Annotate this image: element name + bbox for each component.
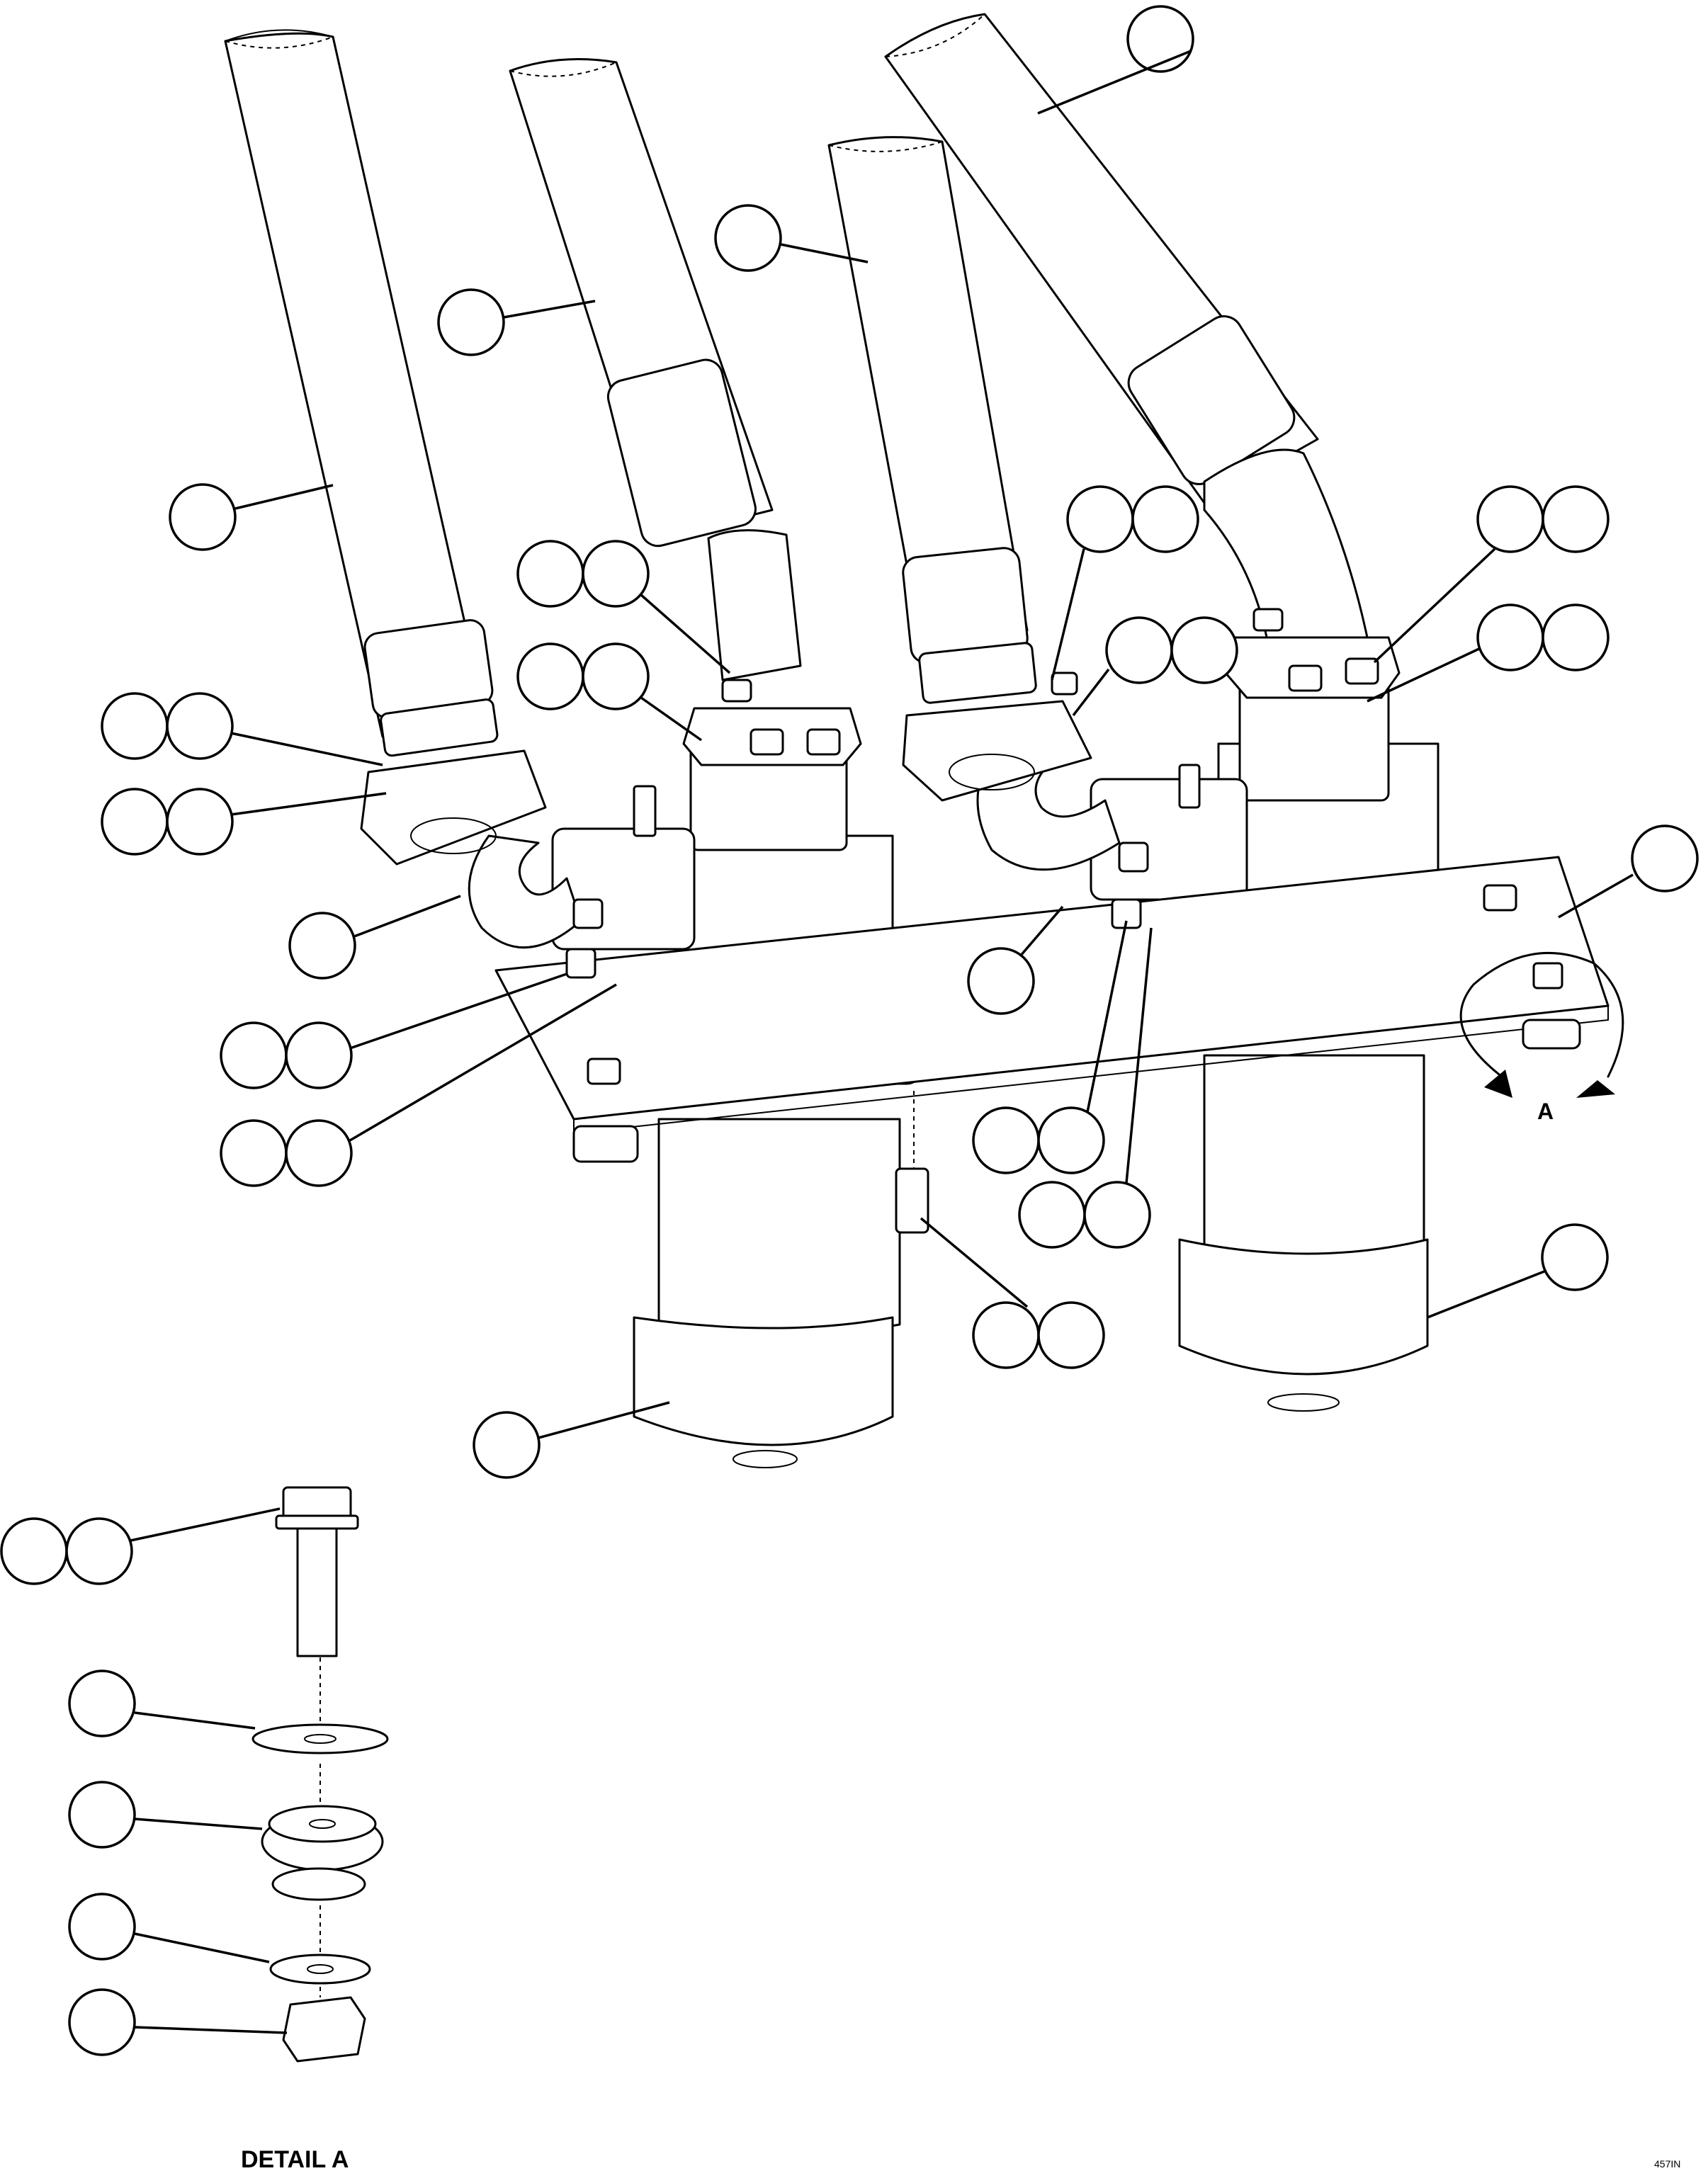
balloon-double — [220, 983, 617, 1187]
balloon-single — [1427, 1223, 1609, 1319]
detail-caption: DETAIL A — [241, 2146, 349, 2173]
balloon-single — [68, 1781, 263, 1849]
balloon-single — [1558, 824, 1699, 919]
detail-a-locator: A — [1459, 951, 1624, 1124]
balloon-double — [220, 973, 567, 1089]
balloon-double — [516, 642, 703, 742]
detail-a-view-label: A — [1537, 1099, 1554, 1124]
callout-balloons — [0, 5, 1699, 2056]
hose-2 — [509, 58, 802, 681]
hose-3 — [827, 136, 1037, 704]
balloon-double — [1018, 927, 1153, 1249]
balloon-double — [1051, 485, 1199, 681]
balloon-single — [68, 1669, 256, 1737]
balloon-single — [288, 895, 461, 980]
balloon-single — [169, 483, 334, 551]
balloon-double — [101, 788, 387, 856]
balloon-single — [1037, 5, 1194, 115]
balloon-single — [68, 1893, 270, 1963]
balloon-double — [516, 540, 731, 674]
balloon-double — [1373, 485, 1610, 664]
split-flange-left — [360, 749, 547, 866]
balloon-double — [920, 1217, 1105, 1369]
balloon-double — [972, 920, 1128, 1174]
mounting-plate — [494, 856, 1610, 1134]
balloon-single — [68, 1988, 288, 2056]
balloon-double — [101, 692, 383, 766]
balloon-single — [967, 905, 1064, 1015]
split-flange-right — [902, 700, 1092, 802]
balloon-single — [437, 288, 596, 356]
balloon-single — [473, 1401, 670, 1479]
balloon-single — [714, 204, 869, 272]
detail-a-stack — [251, 1486, 389, 2063]
balloon-double — [1072, 616, 1238, 717]
sheet-code: 457IN — [1654, 2158, 1680, 2170]
bolt-group — [565, 608, 1517, 1234]
hose-1 — [224, 29, 499, 757]
hose-4 — [884, 13, 1369, 646]
balloon-double — [0, 1507, 281, 1585]
balloon-double — [1367, 603, 1610, 703]
